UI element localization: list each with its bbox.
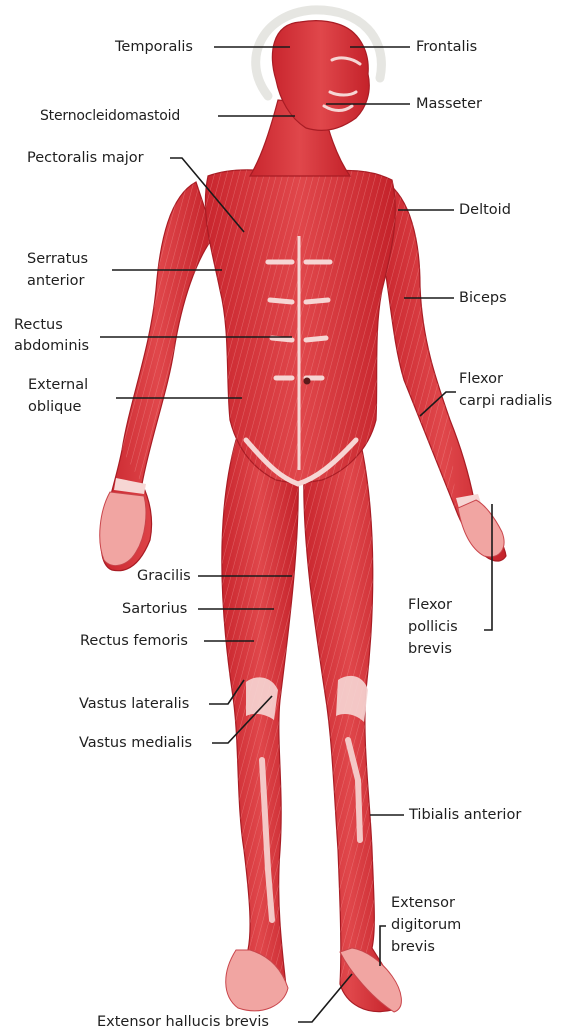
label-tibialis-anterior: Tibialis anterior	[409, 805, 521, 825]
label-pectoralis-major: Pectoralis major	[27, 148, 144, 168]
leader-extensor-digitorum	[380, 926, 386, 966]
label-flexor-carpi-line1: Flexor	[459, 369, 503, 389]
label-extensor-digitorum-line1: Extensor	[391, 893, 455, 913]
label-rectus-abdominis-line1: Rectus	[14, 315, 63, 335]
label-vastus-medialis: Vastus medialis	[79, 733, 192, 753]
label-external-oblique-line2: oblique	[28, 397, 81, 417]
label-flexor-pollicis-line3: brevis	[408, 639, 452, 659]
label-vastus-lateralis: Vastus lateralis	[79, 694, 189, 714]
label-frontalis: Frontalis	[416, 37, 477, 57]
label-external-oblique-line1: External	[28, 375, 88, 395]
label-sartorius: Sartorius	[122, 599, 187, 619]
body-figure	[100, 21, 506, 1012]
label-masseter: Masseter	[416, 94, 482, 114]
hands	[100, 492, 504, 566]
label-biceps: Biceps	[459, 288, 507, 308]
label-rectus-abdominis-line2: abdominis	[14, 336, 89, 356]
label-temporalis: Temporalis	[115, 37, 193, 57]
label-rectus-femoris: Rectus femoris	[80, 631, 188, 651]
label-extensor-digitorum-line2: digitorum	[391, 915, 461, 935]
label-sternocleidomastoid: Sternocleidomastoid	[40, 106, 180, 126]
label-extensor-hallucis: Extensor hallucis brevis	[97, 1012, 269, 1032]
label-serratus-line2: anterior	[27, 271, 85, 291]
label-flexor-carpi-line2: carpi radialis	[459, 391, 552, 411]
label-flexor-pollicis-line2: pollicis	[408, 617, 458, 637]
label-serratus-line1: Serratus	[27, 249, 88, 269]
label-gracilis: Gracilis	[137, 566, 191, 586]
label-flexor-pollicis-line1: Flexor	[408, 595, 452, 615]
navel	[304, 378, 311, 385]
label-extensor-digitorum-line3: brevis	[391, 937, 435, 957]
label-deltoid: Deltoid	[459, 200, 511, 220]
